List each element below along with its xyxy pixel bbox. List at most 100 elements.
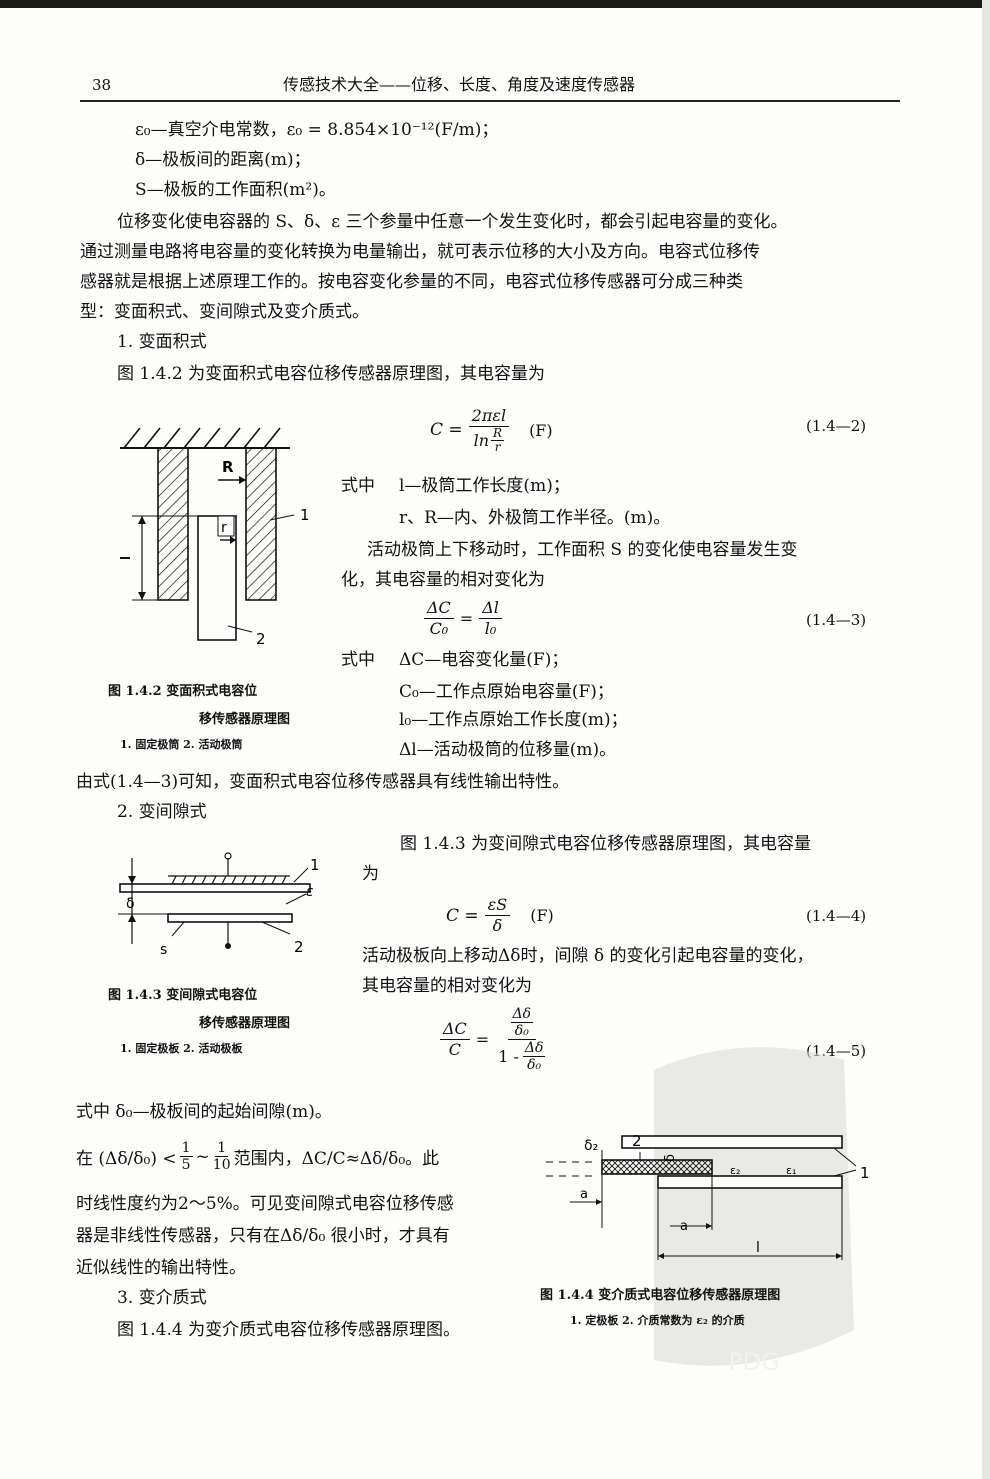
top-terminal-dot: [224, 852, 232, 860]
eq5-n-den: δ₀: [514, 1023, 529, 1039]
def-delta: δ—极板间的距离(m)；: [135, 150, 311, 170]
eq3-where-C0: C₀—工作点原始电容量(F)；: [399, 682, 614, 702]
eq4-num: εS: [484, 895, 511, 916]
eq5-eq: =: [475, 1030, 490, 1049]
def-S: S—极板的工作面积(m²)。: [135, 180, 336, 200]
lower-fixed-plate: [657, 1175, 843, 1189]
leader-1a: [833, 1147, 857, 1167]
label-2: 2: [294, 938, 304, 956]
label-l: l: [756, 1240, 760, 1256]
ground-hatch: [123, 427, 281, 449]
l-arrow-top: [138, 516, 146, 524]
fig143-legend: 1. 固定极板 2. 活动极板: [120, 1042, 243, 1055]
label-r: r: [221, 520, 227, 536]
section1-conclusion: 由式(1.4—3)可知，变面积式电容位移传感器具有线性输出特性。: [76, 772, 570, 792]
eq2-num: 2πεl: [468, 406, 510, 427]
eq2-unit: (F): [529, 420, 553, 440]
eq3-where-l0: l₀—工作点原始工作长度(m)；: [399, 710, 628, 730]
fig142-caption-2: 移传感器原理图: [199, 712, 291, 727]
eq4-lhs: C =: [446, 905, 479, 926]
label-delta: δ: [663, 1154, 678, 1162]
eq2-den-ln: ln: [473, 430, 490, 450]
section2-intro-2: 为: [362, 864, 379, 884]
label-e2: ε₂: [730, 1164, 740, 1177]
label-2: 2: [256, 630, 266, 648]
section1-para-2: 化，其电容量的相对变化为: [341, 570, 545, 590]
watermark-text: PDG: [728, 1348, 780, 1376]
section2-p4: 近似线性的输出特性。: [76, 1258, 246, 1278]
dielectric-block: [601, 1159, 713, 1175]
intro-line-4: 型：变面积式、变间隙式及变介质式。: [80, 302, 369, 322]
scan-top-edge: [0, 0, 990, 8]
leader-1: [269, 514, 295, 521]
label-a1: a: [580, 1187, 588, 1202]
eq2-number: (1.4—2): [806, 417, 867, 435]
bottom-terminal-dot: [225, 943, 231, 949]
leader-2: [261, 921, 291, 935]
intro-line-1: 位移变化使电容器的 S、δ、ε 三个参量中任意一个发生变化时，都会引起电容量的变…: [117, 212, 788, 232]
eq4-den: δ: [492, 916, 503, 935]
eq3-where-label: 式中: [341, 650, 375, 670]
leader-eps: [285, 893, 307, 905]
eq5-lhs-num: ΔC: [440, 1019, 470, 1040]
label-a2: a: [680, 1219, 688, 1234]
leader-1: [293, 867, 309, 883]
def-eps0: ε₀—真空介电常数，ε₀ = 8.854×10⁻¹²(F/m)；: [135, 120, 499, 140]
eq2-den-R: R: [491, 426, 505, 441]
section2-heading: 2. 变间隙式: [117, 802, 207, 822]
delta-arrow-bottom: [128, 914, 136, 922]
running-title: 传感技术大全——位移、长度、角度及速度传感器: [283, 75, 636, 94]
eq5-d-num: Δδ: [522, 1040, 546, 1057]
upper-fixed-plate: [621, 1135, 843, 1149]
eq3-lhs-num: ΔC: [424, 598, 454, 619]
watermark-seal: PDG: [654, 1047, 854, 1376]
fixed-cylinder-left-wall: [157, 447, 189, 601]
moving-plate: [167, 913, 293, 923]
fig144-legend: 1. 定极板 2. 介质常数为 ε₂ 的介质: [570, 1314, 745, 1327]
a-inner-arrowhead: [706, 1223, 712, 1229]
fig143-caption-2: 移传感器原理图: [199, 1016, 291, 1031]
eq2-den-r: r: [494, 440, 501, 454]
l-arrow-right: [836, 1253, 842, 1259]
range-a: 在 (Δδ/δ₀) <: [76, 1149, 177, 1169]
eq2-where-label: 式中: [341, 476, 375, 496]
label-s: s: [160, 942, 167, 958]
l-arrow-left: [658, 1253, 664, 1259]
range-f2-num: 1: [215, 1140, 229, 1157]
section2-p2: 时线性度约为2～5%。可见变间隙式电容位移传感: [76, 1194, 454, 1214]
eq3-rhs-num: Δl: [479, 598, 502, 619]
intro-line-2: 通过测量电路将电容量的变化转换为电量输出，就可表示位移的大小及方向。电容式位移传: [80, 242, 760, 262]
eq5-d-one: 1 -: [498, 1046, 519, 1066]
label-e1: ε₁: [786, 1164, 796, 1177]
delta-arrow-top: [128, 876, 136, 884]
fig144-caption: 图 1.4.4 变介质式电容位移传感器原理图: [540, 1288, 781, 1303]
header-rule: [80, 100, 900, 102]
moving-cylinder: [197, 515, 237, 641]
section2-intro-1: 图 1.4.3 为变间隙式电容位移传感器原理图，其电容量: [400, 834, 812, 854]
fixed-plate: [119, 883, 311, 893]
label-2: 2: [632, 1132, 642, 1150]
section2-p3: 器是非线性传感器，只有在Δδ/δ₀ 很小时，才具有: [76, 1226, 450, 1246]
eq3-where-dl: Δl—活动极筒的位移量(m)。: [399, 740, 617, 760]
range-f1-den: 5: [181, 1157, 191, 1173]
eq3-rhs-den: l₀: [484, 619, 497, 638]
eq3-number: (1.4—3): [806, 611, 867, 629]
label-delta: δ: [126, 896, 135, 912]
figure-1-4-2: R r 1 2: [120, 427, 310, 648]
fixed-plate-hatch: [168, 875, 290, 885]
eq3-where-dC: ΔC—电容变化量(F)；: [399, 650, 569, 670]
page-number: 38: [92, 76, 112, 94]
label-R: R: [222, 458, 234, 476]
eq4-number: (1.4—4): [806, 907, 867, 925]
section3-intro: 图 1.4.4 为变介质式电容位移传感器原理图。: [117, 1320, 461, 1340]
label-eps: ε: [306, 884, 314, 900]
range-f1-num: 1: [179, 1140, 193, 1157]
r-arrowhead: [230, 536, 236, 544]
eq3-lhs-den: C₀: [429, 619, 449, 638]
fixed-cylinder-right-wall: [245, 447, 277, 601]
section1-para-1: 活动极筒上下移动时，工作面积 S 的变化使电容量发生变: [367, 540, 798, 560]
label-1: 1: [860, 1164, 870, 1182]
